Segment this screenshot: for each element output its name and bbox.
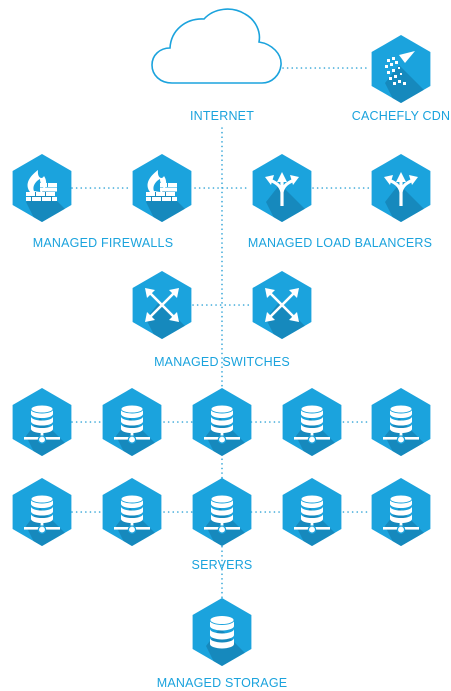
cachefly-logo-icon <box>372 35 451 139</box>
server-database-icon <box>283 478 372 582</box>
storage-label: MANAGED STORAGE <box>156 676 288 690</box>
switches-label: MANAGED SWITCHES <box>154 355 290 369</box>
server-database-icon <box>372 478 451 582</box>
load-balancers-label: MANAGED LOAD BALANCERS <box>247 236 433 250</box>
server-database-icon <box>103 478 192 582</box>
server-database-icon <box>13 388 102 492</box>
firewalls-label: MANAGED FIREWALLS <box>32 236 174 250</box>
server-database-icon <box>372 388 451 492</box>
cdn-label: CACHEFLY CDN <box>351 109 451 123</box>
cloud-icon <box>151 8 282 84</box>
internet-label: INTERNET <box>189 109 255 123</box>
server-database-icon <box>13 478 102 582</box>
server-database-icon <box>193 388 282 492</box>
server-database-icon <box>283 388 372 492</box>
server-database-icon <box>103 388 192 492</box>
servers-label: SERVERS <box>191 558 253 572</box>
